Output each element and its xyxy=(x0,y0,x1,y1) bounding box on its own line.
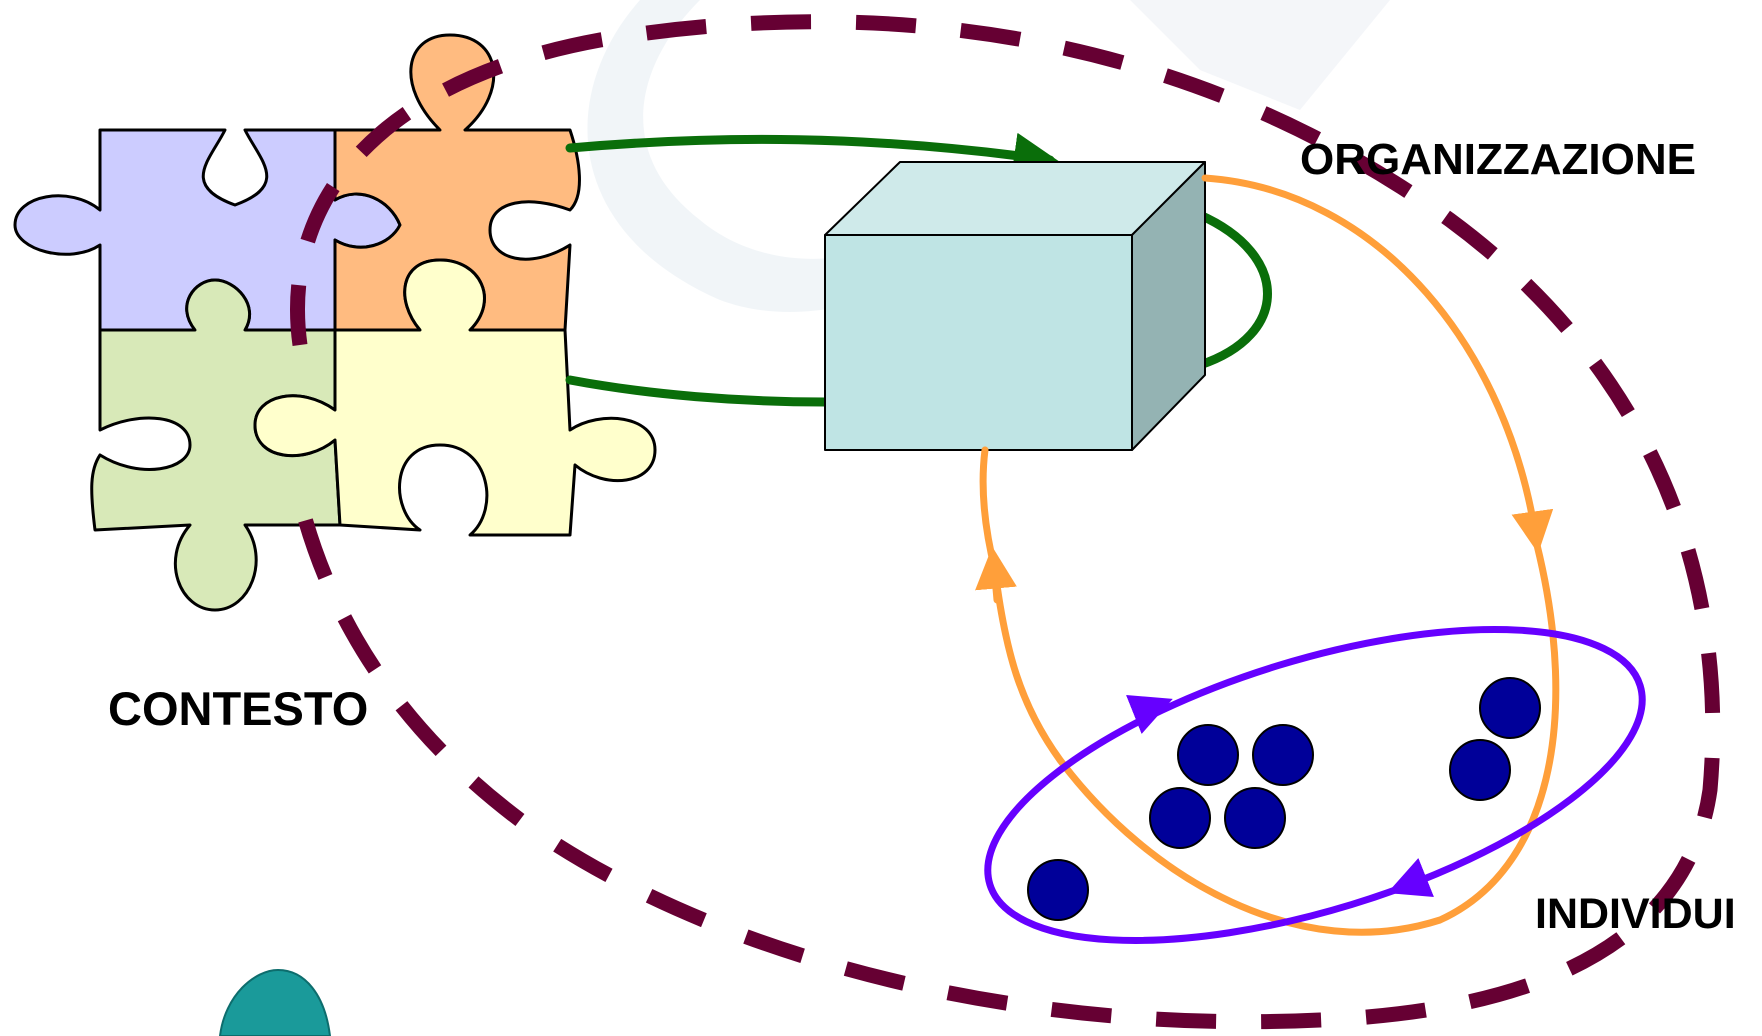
green-arrow-to-organization xyxy=(565,132,1059,178)
contesto-label: CONTESTO xyxy=(108,682,369,735)
individual-dot xyxy=(1479,677,1541,739)
individual-dot xyxy=(1149,787,1211,849)
individual-dot xyxy=(1449,739,1511,801)
individual-dot xyxy=(1252,724,1314,786)
dashed-boundary xyxy=(290,14,1721,1030)
individual-dot xyxy=(1177,724,1239,786)
puzzle-piece-green xyxy=(90,278,342,612)
background-watermark xyxy=(587,0,1390,312)
purple-individuals-loop xyxy=(984,626,1646,944)
box-front-face xyxy=(824,234,1133,451)
green-loop-right xyxy=(1195,210,1272,370)
individual-dot xyxy=(1224,787,1286,849)
puzzle-piece-orange xyxy=(333,33,581,332)
orange-loop-lower xyxy=(991,541,1560,936)
individual-dot xyxy=(1027,859,1089,921)
orange-feedback-loop xyxy=(975,174,1560,936)
purple-arrowhead-upper xyxy=(1126,694,1173,734)
orange-arrowhead-up xyxy=(975,546,1017,604)
green-loop-return xyxy=(565,375,830,407)
individuals-group xyxy=(1027,677,1541,921)
individui-label: INDIVIDUI xyxy=(1535,890,1736,938)
puzzle-icon xyxy=(13,33,657,612)
organizzazione-label: ORGANIZZAZIONE xyxy=(1300,135,1696,184)
organization-box xyxy=(824,161,1206,451)
green-feedback-loop xyxy=(565,132,1272,407)
purple-arrowhead-lower xyxy=(1387,858,1434,898)
dashed-boundary-path xyxy=(290,14,1721,1030)
logo-icon xyxy=(218,968,332,1036)
orange-arrow-to-individuals xyxy=(1201,174,1554,554)
puzzle-piece-yellow xyxy=(253,258,657,537)
purple-ellipse xyxy=(984,626,1646,944)
